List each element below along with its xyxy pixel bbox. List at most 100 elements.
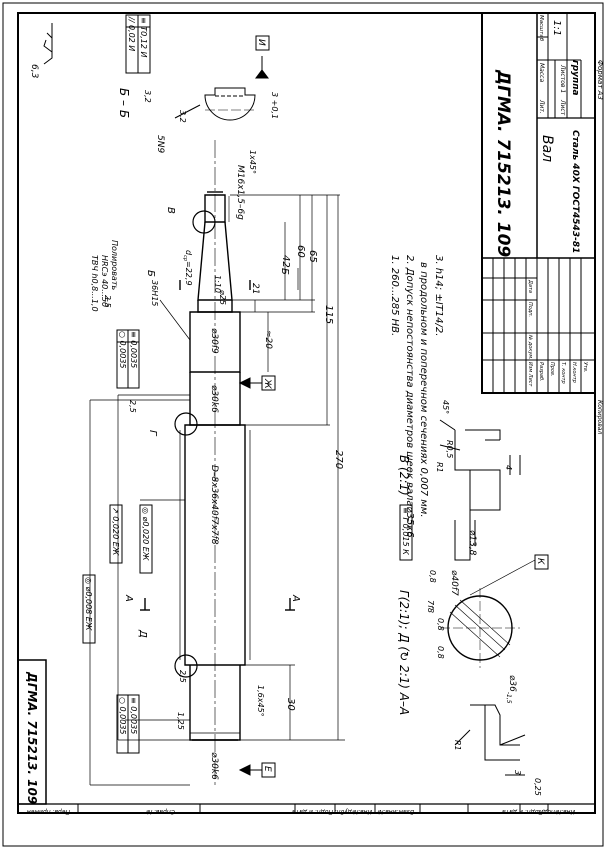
- detail-g-025: 0,25: [533, 778, 542, 796]
- strip-perv: Перв. примен: [27, 808, 70, 815]
- base-zh: Ж: [262, 378, 272, 389]
- dim-21: 21: [250, 283, 260, 294]
- title-utv: Утв.: [582, 362, 588, 373]
- d30f9-label: ⌀30f9: [209, 328, 219, 354]
- polish-label: Полировать: [110, 240, 119, 290]
- section-bb-ref: И: [256, 39, 266, 46]
- strip-podp2: Подп. и дата: [502, 808, 543, 815]
- detail-v-title: В (2:1): [397, 455, 411, 496]
- tol-frame-8: ○ 0,0035: [118, 697, 127, 735]
- title-data: Дата: [527, 279, 533, 293]
- general-roughness: [43, 23, 53, 65]
- spline-label: D–8x36x40f7x7f8: [209, 465, 219, 545]
- side-number-box: [17, 659, 47, 805]
- title-lit: Лит.: [538, 99, 545, 114]
- note-3: 3. h14; ±IT14/2.: [433, 255, 444, 336]
- note-2b: в продольном и поперечном сечениях 0,007…: [418, 262, 429, 518]
- tolerance-frame-group-3: [116, 694, 140, 754]
- thread-label: M16x1,5–6g: [235, 165, 245, 220]
- label-d: Д: [137, 629, 148, 638]
- title-drawing-number: ДГМА. 715213. 109: [493, 69, 513, 257]
- d25-label: ⌀25: [218, 290, 227, 305]
- format-label: Формат А3: [596, 60, 604, 100]
- title-doc: № докум.: [527, 334, 533, 360]
- tolerance-frame-group-2: [82, 504, 153, 644]
- label-b2: Б: [279, 268, 290, 275]
- title-list: Лист: [559, 99, 566, 116]
- section-aa-d36: ⌀36-1,5: [505, 675, 517, 704]
- dim-65: 65: [307, 250, 318, 263]
- tol-frame-10: ≡ T 0,015 К: [401, 507, 410, 555]
- title-material: Сталь 40Х ГОСТ4543-81: [570, 130, 580, 253]
- strip-vzam: Взам.инв.№: [377, 808, 414, 815]
- tol-frame-6: ↗ 0,020 ЕЖ: [111, 507, 120, 556]
- title-nkontr: Н.контр: [571, 362, 577, 383]
- section-aa-7f8: 7f8: [426, 600, 435, 613]
- dim-approx20: ≈20: [263, 330, 273, 349]
- title-podp: Подп.: [527, 302, 533, 317]
- dim-115: 115: [323, 305, 334, 324]
- title-block: [481, 12, 596, 394]
- label-b: Б: [145, 270, 156, 277]
- hrc-label: HRCэ 40...50: [100, 255, 109, 307]
- note-1: 1. 260...285 НВ.: [389, 255, 400, 336]
- title-masshtab: Масштаб: [538, 15, 544, 42]
- chamfer-bottom: 1,6x45°: [256, 685, 265, 717]
- title-tkontr: Т. контр: [560, 362, 566, 384]
- label-a2: А: [290, 594, 301, 602]
- side-drawing-number: ДГМА. 715213. 109: [25, 671, 39, 804]
- d30k6-upper-label: ⌀30k6: [209, 385, 219, 413]
- keyway-label: 36H15: [150, 280, 159, 306]
- detail-g: [454, 704, 526, 776]
- strip-podp1: Подп. и дата: [292, 808, 333, 815]
- tol-frame-2: ≡ T0,12 И: [139, 17, 148, 58]
- section-aa-08c: 0,8: [436, 646, 445, 659]
- copied-label: Копировал: [596, 400, 603, 434]
- dim-270: 270: [333, 450, 344, 469]
- tol-frame-1: // 0,02 И: [127, 16, 136, 51]
- base-e: Е: [262, 766, 272, 772]
- base-markers: [238, 375, 276, 778]
- section-aa-08a: 0,8: [428, 570, 437, 583]
- dim-30: 30: [285, 698, 296, 711]
- dim-60: 60: [295, 245, 306, 258]
- tol-frame-4: ≡ 0,0035: [129, 331, 138, 368]
- detail-v: [439, 419, 521, 561]
- section-bb-depth: 3 +0,1: [270, 92, 279, 119]
- section-bb-key: 5N9: [155, 135, 165, 153]
- detail-v-4: 4: [504, 465, 513, 470]
- hardening-label: ТВЧ h0,8...1,0: [90, 255, 99, 312]
- strip-podl: Инв.№подл.: [537, 808, 575, 815]
- label-g: Г: [147, 430, 158, 437]
- section-bb: [125, 14, 270, 121]
- shaft-view: [140, 140, 295, 785]
- section-bb-title: Б – Б: [117, 88, 131, 118]
- title-scale: 1:1: [551, 20, 562, 36]
- roughness-general-value: 6,3: [29, 64, 39, 79]
- section-aa: [399, 504, 549, 668]
- detail-v-r1: R1: [435, 462, 444, 473]
- tol-frame-3: ○ 0,0035: [118, 331, 127, 369]
- rough-25-lower: 2,5: [178, 670, 187, 683]
- tol-frame-9: ≡ 0,0035: [129, 697, 138, 734]
- detail-v-r05: R0,5: [445, 440, 454, 458]
- title-listov: Листов 1: [559, 64, 566, 93]
- tolerance-frame-group-1: [116, 329, 140, 389]
- section-bb-rough1: 3,2: [143, 90, 152, 103]
- section-bb-rough2: 3,2: [178, 110, 187, 123]
- detail-v-45: 45°: [441, 400, 450, 414]
- title-izm: Изм Лист: [527, 362, 533, 388]
- section-aa-d40f7: ⌀40f7: [449, 570, 459, 596]
- title-group: группа: [570, 60, 580, 96]
- section-aa-08b: 0,8: [436, 618, 445, 631]
- tol-frame-7: ◎ ⌀0,020 ЕЖ: [141, 507, 150, 561]
- rough-25-upper: 2,5: [128, 400, 137, 413]
- detail-g-r1: R1: [453, 740, 462, 751]
- detail-g-3: 3: [513, 770, 522, 775]
- strip-dubl: Инв.№дубл.: [335, 808, 372, 815]
- label-v: В: [165, 207, 176, 214]
- label-a: А: [123, 594, 134, 602]
- detail-v-d138: ⌀13,8: [467, 530, 477, 556]
- strip-sprav: Справ. №: [146, 808, 175, 815]
